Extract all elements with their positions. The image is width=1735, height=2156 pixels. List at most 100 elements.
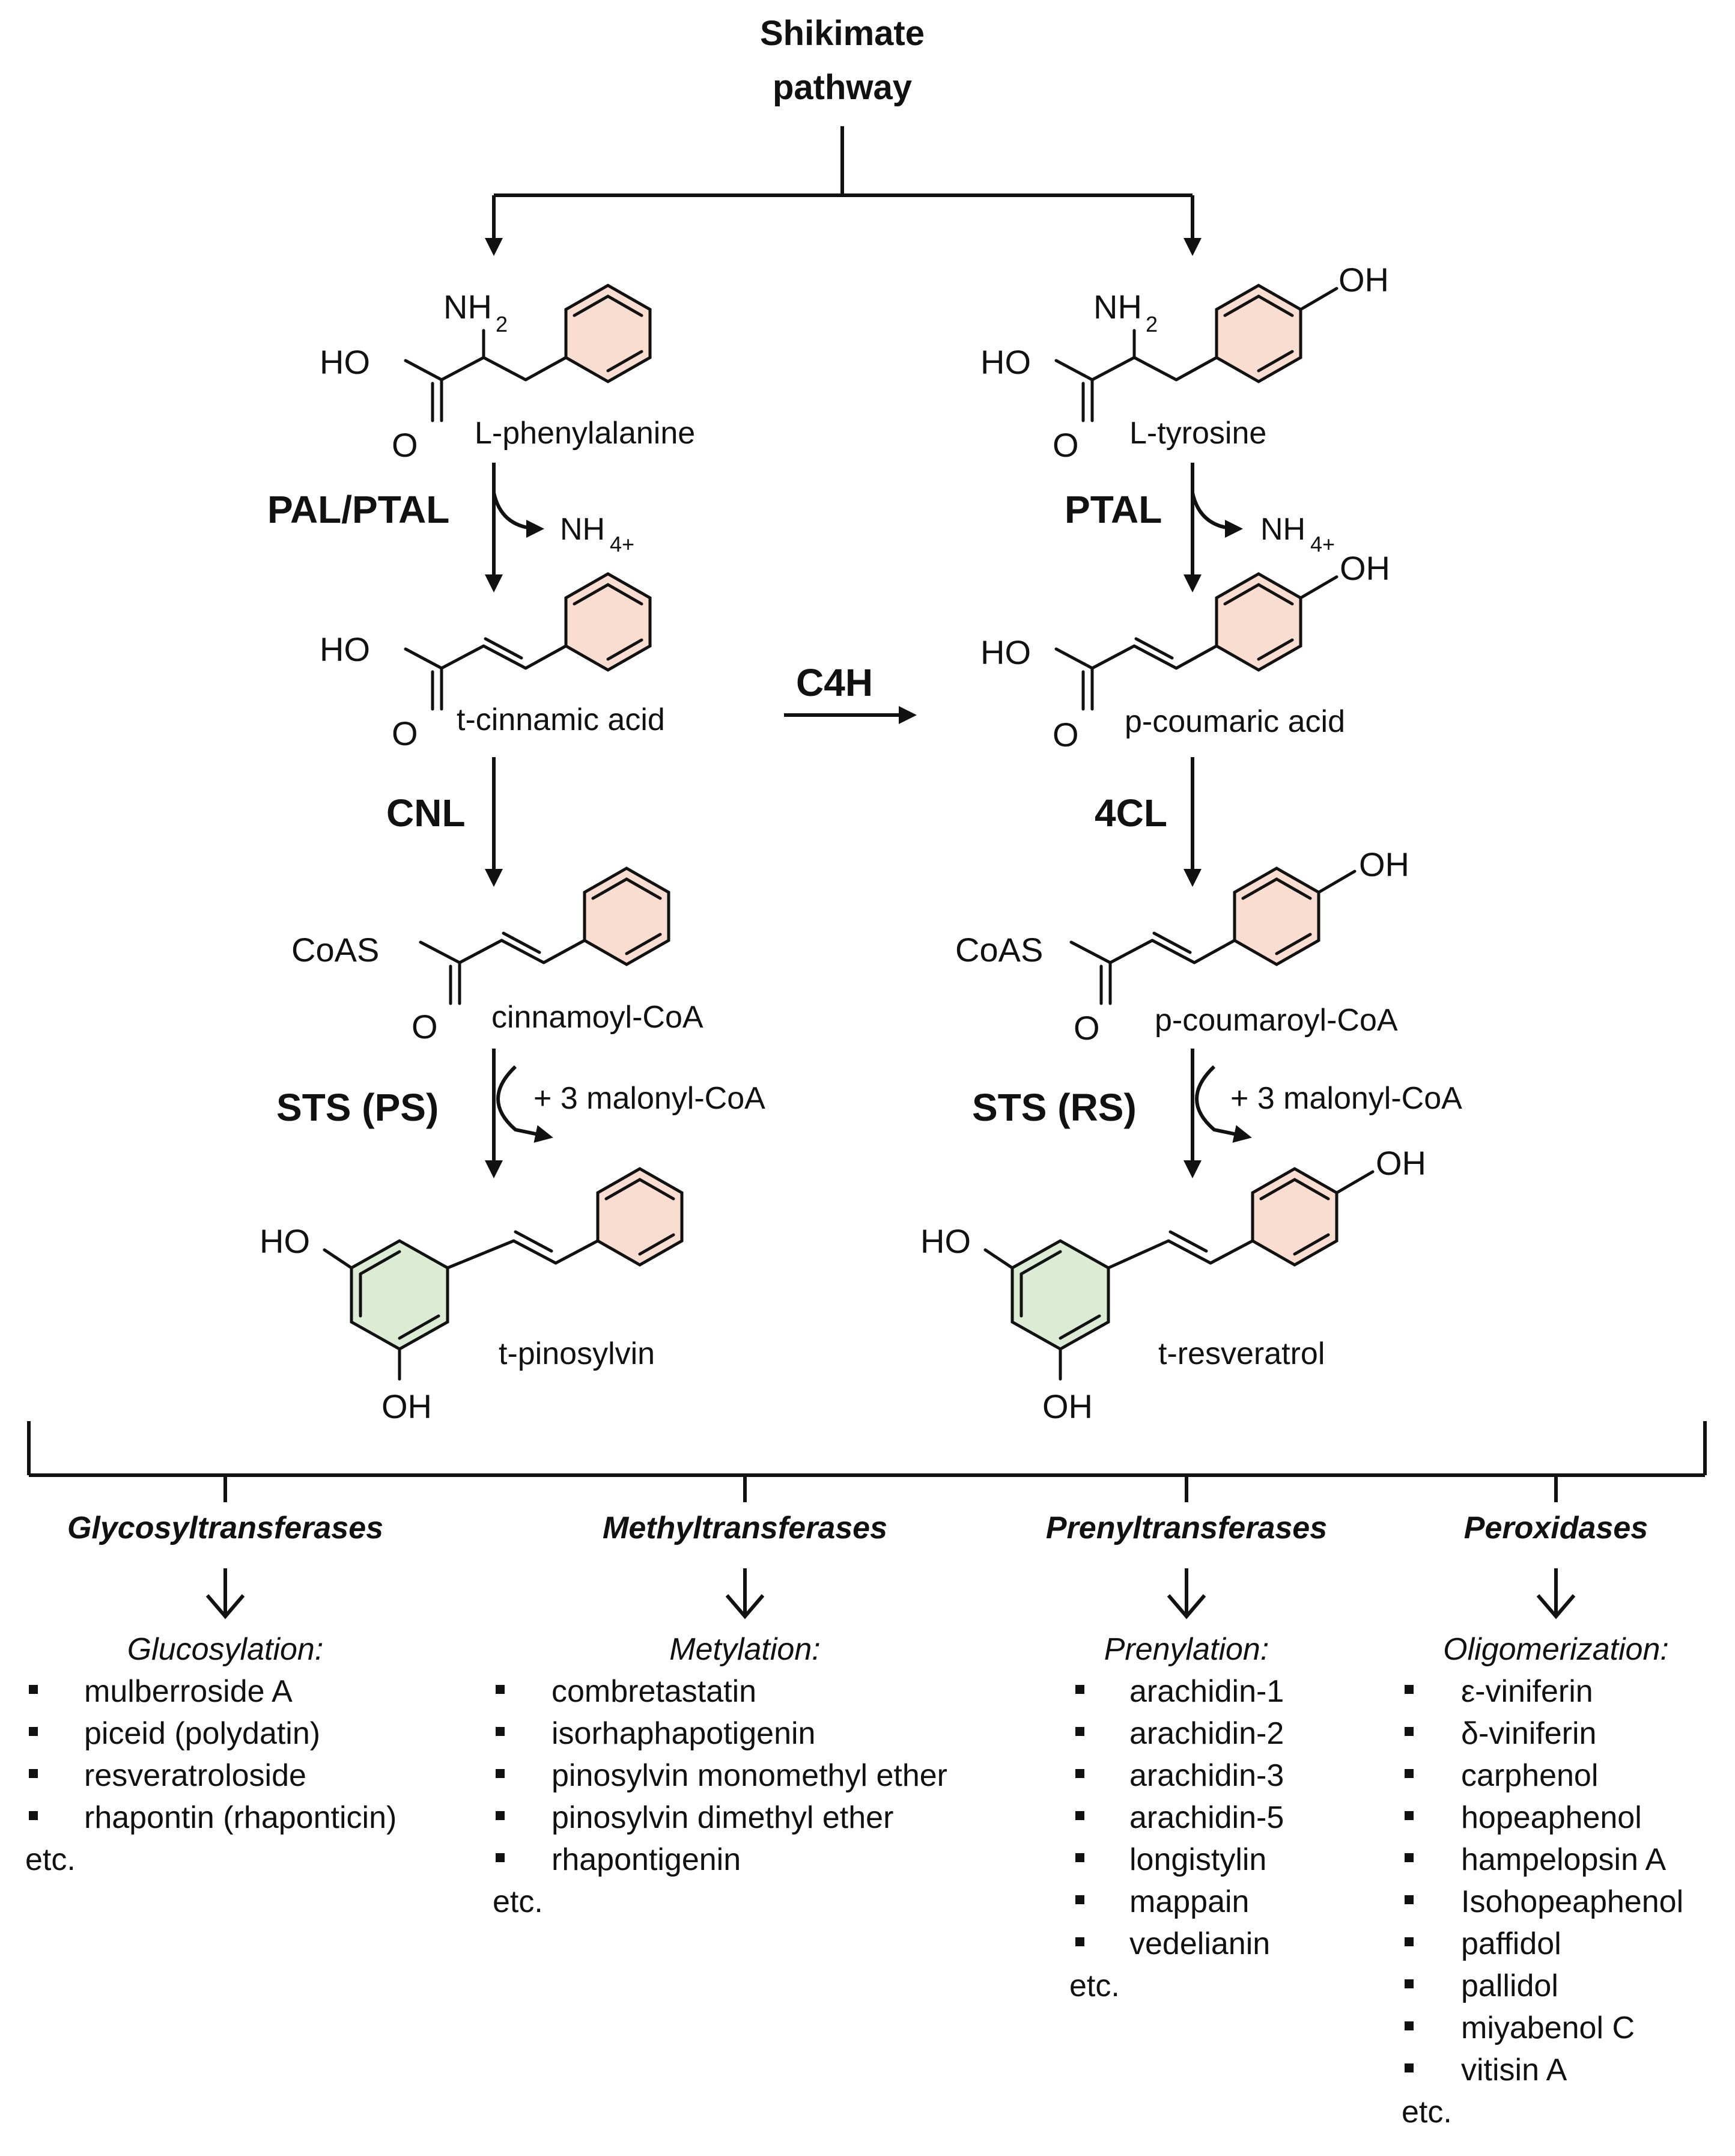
amine-subscript: 2: [1146, 312, 1158, 336]
list-bullet: [1405, 1727, 1414, 1736]
branch-process: Oligomerization:: [1443, 1632, 1669, 1667]
ammonium-release-arrow: [492, 492, 544, 538]
malonyl-label-right: + 3 malonyl-CoA: [1230, 1081, 1462, 1116]
compound-t-pinosylvin: t-pinosylvin: [499, 1336, 655, 1371]
branch-column: PeroxidasesOligomerization:ε-viniferinδ-…: [1402, 1511, 1683, 2130]
compound-p-coumaric-acid: p-coumaric acid: [1125, 704, 1345, 739]
branch-more-note: etc.: [1402, 2095, 1452, 2130]
compound-t-resveratrol: t-resveratrol: [1158, 1336, 1325, 1371]
derivative-item: pinosylvin dimethyl ether: [551, 1800, 893, 1835]
compound-p-coumaroyl-coa: p-coumaroyl-CoA: [1155, 1003, 1398, 1038]
coas-label: CoAS: [291, 931, 379, 969]
hydroxyl-label: OH: [1359, 845, 1409, 883]
derivative-item: isorhaphapotigenin: [551, 1716, 815, 1751]
list-bullet: [1405, 1685, 1414, 1694]
enzyme-sts-ps: STS (PS): [276, 1086, 439, 1129]
enzyme-cnl: CNL: [386, 791, 466, 835]
list-bullet: [1405, 2063, 1414, 2072]
ammonium-release-arrow-right: [1191, 492, 1243, 538]
structure-t-cinnamic-acid: HO O: [320, 572, 652, 752]
oxygen-label: O: [1074, 1009, 1100, 1047]
amine-subscript: 2: [496, 312, 508, 336]
branch-more-note: etc.: [25, 1842, 76, 1877]
derivative-item: rhapontigenin: [551, 1842, 741, 1877]
derivative-item: piceid (polydatin): [84, 1716, 320, 1751]
derivatization-bracket: [27, 1421, 1707, 1502]
structure-p-coumaric-acid: OH HO O: [980, 549, 1390, 754]
structure-p-coumaroyl-coa: OH CoAS O: [955, 845, 1409, 1047]
derivative-item: vitisin A: [1461, 2053, 1567, 2087]
structure-l-phenylalanine: NH 2 HO O: [320, 284, 652, 464]
derivative-item: hopeaphenol: [1461, 1800, 1642, 1835]
list-bullet: [1075, 1727, 1084, 1736]
branch-column: PrenyltransferasesPrenylation:arachidin-…: [1046, 1511, 1327, 2003]
oxygen-label: O: [392, 714, 418, 752]
hydroxyl-label: OH: [1376, 1144, 1426, 1182]
list-bullet: [1075, 1895, 1084, 1904]
hydroxyl-label: OH: [381, 1387, 432, 1425]
branch-more-note: etc.: [493, 1884, 543, 1919]
structure-cinnamoyl-coa: CoAS O: [291, 866, 670, 1046]
coas-label: CoAS: [955, 931, 1043, 969]
derivative-item: hampelopsin A: [1461, 1842, 1666, 1877]
list-bullet: [1405, 2021, 1414, 2030]
list-bullet: [496, 1853, 505, 1862]
branch-process: Prenylation:: [1104, 1632, 1269, 1667]
enzyme-pal-ptal: PAL/PTAL: [267, 488, 449, 531]
list-bullet: [29, 1811, 38, 1820]
hydroxyl-label: HO: [320, 343, 370, 381]
oxygen-label: O: [1053, 426, 1079, 464]
hydroxyl-label: HO: [980, 633, 1031, 671]
branch-enzyme-class: Peroxidases: [1464, 1511, 1648, 1545]
branch-arrows: [205, 1568, 1576, 1619]
malonyl-input-arrow-right: [1195, 1065, 1252, 1143]
branch-enzyme-class: Glycosyltransferases: [67, 1511, 383, 1545]
derivative-item: arachidin-2: [1129, 1716, 1284, 1751]
derivative-item: pinosylvin monomethyl ether: [551, 1758, 947, 1793]
branch-enzyme-class: Methyltransferases: [603, 1511, 887, 1545]
hydroxyl-label: OH: [1340, 549, 1390, 587]
derivative-item: paffidol: [1461, 1926, 1561, 1961]
list-bullet: [1075, 1685, 1084, 1694]
list-bullet: [496, 1769, 505, 1778]
enzyme-4cl: 4CL: [1095, 791, 1167, 835]
derivative-item: δ-viniferin: [1461, 1716, 1596, 1751]
list-bullet: [29, 1769, 38, 1778]
hydroxyl-label: OH: [1338, 261, 1389, 299]
derivative-item: mulberroside A: [84, 1674, 293, 1709]
branch-process: Glucosylation:: [127, 1632, 324, 1667]
list-bullet: [1075, 1853, 1084, 1862]
enzyme-sts-rs: STS (RS): [972, 1086, 1137, 1129]
derivative-item: rhapontin (rhaponticin): [84, 1800, 397, 1835]
derivative-item: resveratroloside: [84, 1758, 306, 1793]
split-connector: [485, 126, 1202, 256]
list-bullet: [1075, 1769, 1084, 1778]
derivative-item: Isohopeaphenol: [1461, 1884, 1683, 1919]
list-bullet: [1405, 1937, 1414, 1946]
structure-t-pinosylvin: HO OH: [260, 1167, 684, 1425]
list-bullet: [29, 1727, 38, 1736]
source-title-line1: Shikimate: [760, 14, 925, 53]
derivative-item: pallidol: [1461, 1969, 1558, 2003]
malonyl-label-left: + 3 malonyl-CoA: [533, 1081, 765, 1116]
branch-column: MethyltransferasesMetylation:combretasta…: [493, 1511, 947, 1919]
hydroxyl-label: HO: [980, 343, 1031, 381]
list-bullet: [1405, 1979, 1414, 1988]
derivative-item: combretastatin: [551, 1674, 756, 1709]
derivative-item: arachidin-1: [1129, 1674, 1284, 1709]
derivative-item: carphenol: [1461, 1758, 1598, 1793]
compound-l-phenylalanine: L-phenylalanine: [475, 416, 695, 451]
derivative-item: longistylin: [1129, 1842, 1266, 1877]
list-bullet: [496, 1727, 505, 1736]
ammonium-subscript-right: 4+: [1310, 532, 1335, 556]
compound-cinnamoyl-coa: cinnamoyl-CoA: [491, 1000, 703, 1035]
ammonium-label-left: NH: [560, 512, 605, 547]
branch-more-note: etc.: [1069, 1969, 1120, 2003]
list-bullet: [1405, 1895, 1414, 1904]
list-bullet: [496, 1811, 505, 1820]
malonyl-input-arrow-left: [496, 1065, 553, 1143]
enzyme-c4h: C4H: [796, 661, 873, 704]
oxygen-label: O: [392, 426, 418, 464]
